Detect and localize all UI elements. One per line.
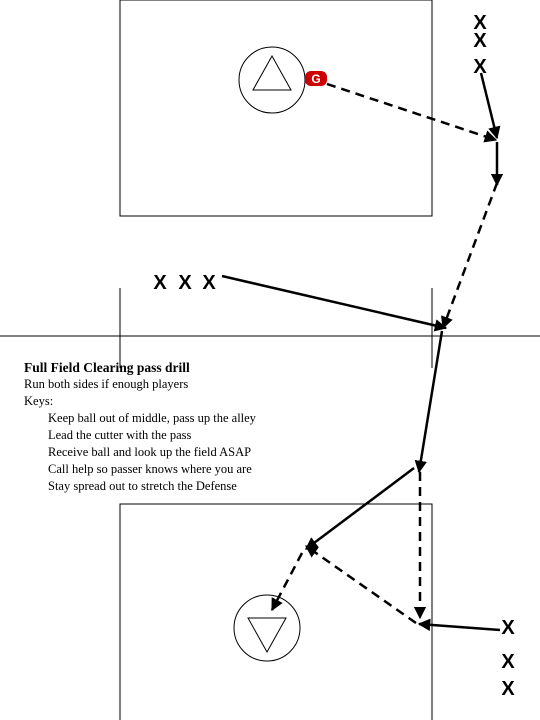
pass-to-crease <box>270 552 304 612</box>
cut-middle-across <box>221 274 448 332</box>
player-x: X <box>501 678 515 700</box>
cut-top-right <box>479 72 501 140</box>
top-goal-triangle-icon <box>252 54 292 91</box>
keys-label: Keys: <box>24 394 54 408</box>
cut-diagonal-to-crease <box>305 467 415 550</box>
key-item: Lead the cutter with the pass <box>48 428 192 442</box>
pass-to-midfield <box>441 182 499 330</box>
player-x: X <box>473 12 487 34</box>
key-item: Stay spread out to stretch the Defense <box>48 479 237 493</box>
top-box <box>119 0 433 217</box>
goalie-badge <box>305 71 327 86</box>
player-x: X <box>501 617 515 639</box>
cut-middle-down <box>414 330 444 474</box>
drill-subtitle: Run both sides if enough players <box>24 377 189 391</box>
top-goal <box>238 46 306 114</box>
bottom-goal <box>233 594 301 662</box>
pass-goalie-to-outlet <box>326 82 498 143</box>
player-x: X <box>473 30 487 52</box>
drill-title: Full Field Clearing pass drill <box>24 360 190 375</box>
cut-bottom-right <box>417 618 501 632</box>
bottom-goal-crease <box>233 594 301 662</box>
key-item: Receive ball and look up the field ASAP <box>48 445 252 459</box>
goalie-letter: G <box>311 72 320 86</box>
drill-notes: Full Field Clearing pass drill Run both … <box>24 359 324 495</box>
cut-lines <box>221 72 504 632</box>
key-item: Call help so passer knows where you are <box>48 462 252 476</box>
pass-lines <box>270 82 499 625</box>
bottom-box <box>119 503 433 720</box>
bottom-goal-triangle-icon <box>247 617 287 654</box>
goalie-marker: G <box>305 71 327 86</box>
player-x: X <box>473 56 487 78</box>
player-x: X <box>501 651 515 673</box>
player-x: X <box>153 272 167 294</box>
pass-to-cutter <box>304 544 417 625</box>
key-item: Keep ball out of middle, pass up the all… <box>48 411 256 425</box>
player-marks: X X X X X X X X X <box>153 12 515 700</box>
player-x: X <box>178 272 192 294</box>
player-x: X <box>202 272 216 294</box>
